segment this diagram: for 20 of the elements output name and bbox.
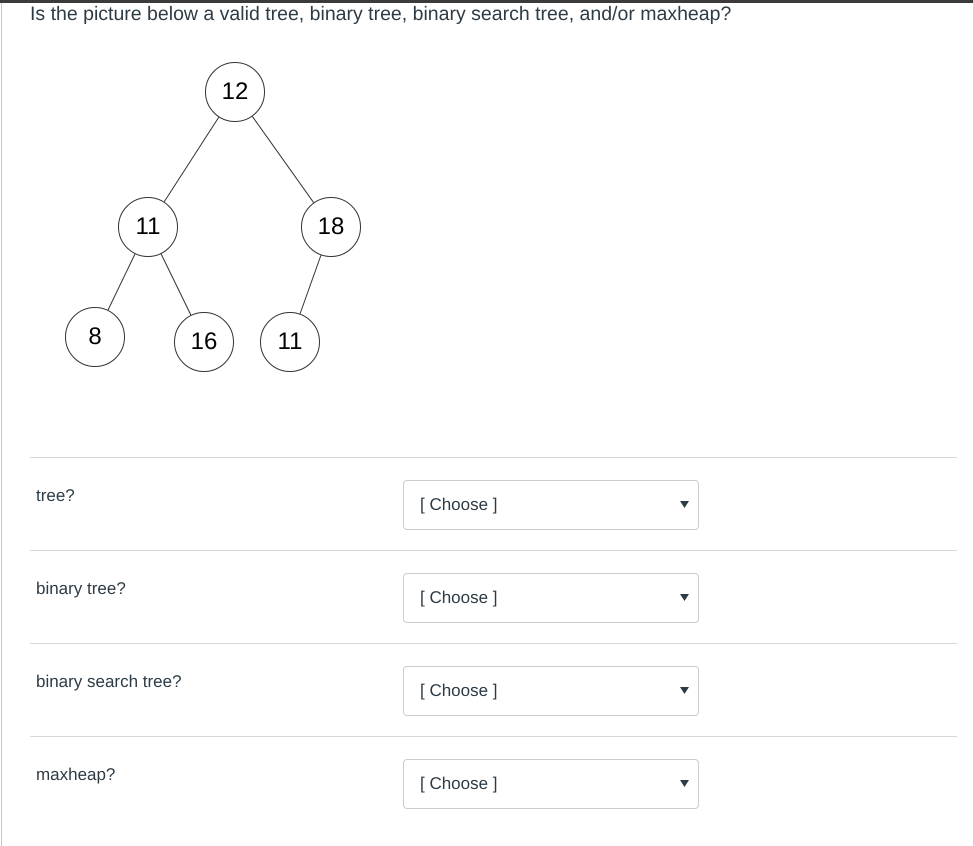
question-label: tree? <box>36 486 75 506</box>
question-label: maxheap? <box>36 765 116 785</box>
dropdown-select: [ Choose ] <box>403 759 699 809</box>
question-label: binary search tree? <box>36 672 182 692</box>
node-value: 18 <box>318 213 344 241</box>
node-value: 12 <box>222 78 248 106</box>
dropdown-select: [ Choose ] <box>403 480 699 530</box>
node-value: 8 <box>88 323 102 351</box>
tree-edge <box>108 254 136 310</box>
question-label: binary tree? <box>36 579 126 599</box>
node-value: 16 <box>190 328 218 356</box>
tree-edge <box>300 254 322 314</box>
tree-edge <box>164 116 220 202</box>
dropdown-select: [ Choose ] <box>403 666 699 716</box>
question-title: Is the picture below a valid tree, binary tree, binary search tree, and/or maxheap? <box>30 2 732 26</box>
node-value: 11 <box>136 213 160 241</box>
dropdown-select: [ Choose ] <box>403 573 699 623</box>
tree-edge <box>160 253 192 316</box>
node-value: 11 <box>278 328 302 356</box>
tree-edge <box>252 116 314 204</box>
